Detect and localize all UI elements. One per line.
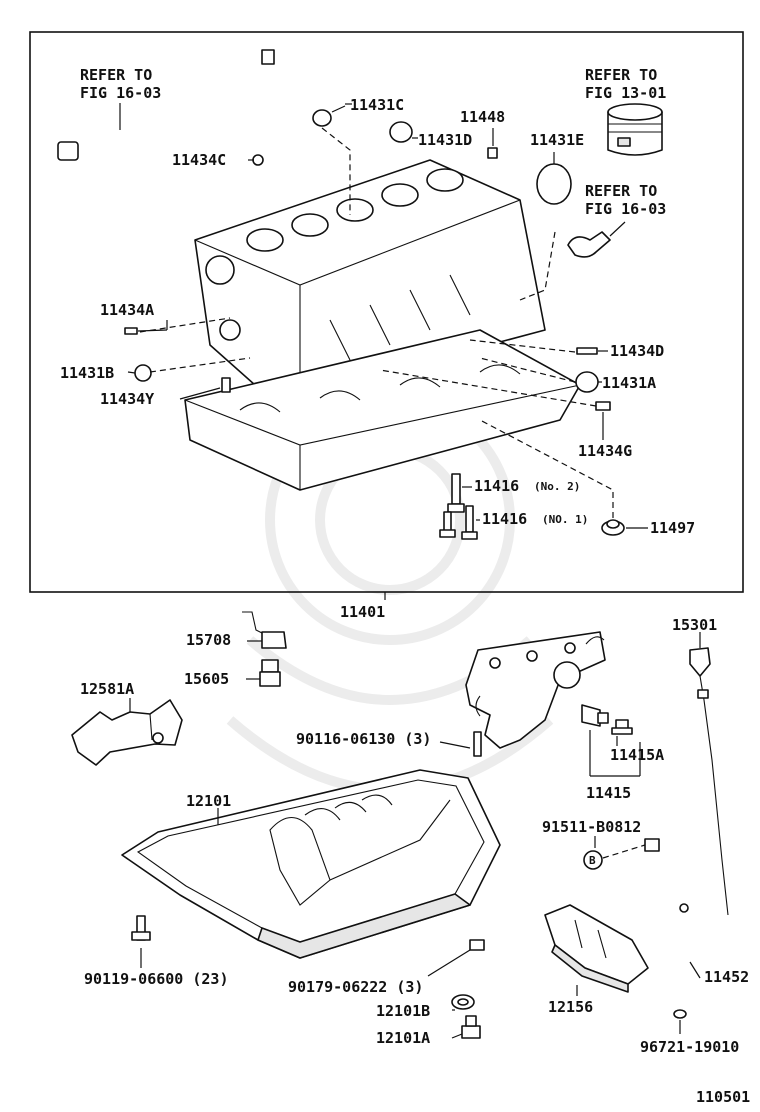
label-90116: 90116-06130 (3) [296, 730, 431, 748]
bolt-91511: B [583, 850, 603, 870]
label-11431C: 11431C [350, 96, 404, 114]
oil-nozzle [567, 221, 626, 258]
label-15708: 15708 [186, 631, 231, 649]
label-15605: 15605 [184, 670, 229, 688]
label-refer-13-01-line2: FIG 13-01 [585, 84, 666, 102]
label-11431A: 11431A [602, 374, 656, 392]
pin-11434G [595, 401, 611, 411]
label-11416-no2: 11416 [474, 477, 519, 495]
seal-11497 [601, 519, 625, 536]
label-11448: 11448 [460, 108, 505, 126]
label-11415A: 11415A [610, 746, 664, 764]
label-11434A: 11434A [100, 301, 154, 319]
pin-11434Y [221, 377, 231, 393]
bolt-90119 [131, 915, 151, 941]
label-11431E: 11431E [530, 131, 584, 149]
label-12156: 12156 [548, 998, 593, 1016]
label-90179: 90179-06222 (3) [288, 978, 423, 996]
piston [607, 103, 663, 156]
label-refer-16-03-right-line1: REFER TO [585, 182, 657, 200]
label-11434Y: 11434Y [100, 390, 154, 408]
bracket-11415 [589, 730, 641, 777]
label-90119: 90119-06600 (23) [84, 970, 229, 988]
pin-11434A [124, 327, 138, 335]
pin-11434D [576, 347, 598, 355]
label-refer-13-01-line1: REFER TO [585, 66, 657, 84]
plug-11431E [536, 163, 572, 205]
label-11416-no2-note: (No. 2) [534, 480, 580, 493]
label-11416-no1-note: (NO. 1) [542, 513, 588, 526]
label-refer-16-03-left-line1: REFER TO [80, 66, 152, 84]
part-labels: REFER TO FIG 16-03 REFER TO FIG 13-01 RE… [60, 66, 750, 1106]
label-96721: 96721-19010 [640, 1038, 739, 1056]
nut-90179 [469, 939, 485, 951]
pin-11434C [252, 154, 264, 166]
label-11434G: 11434G [578, 442, 632, 460]
oil-pan-12101 [121, 769, 501, 959]
stud-90116 [473, 731, 482, 757]
label-11431D: 11431D [418, 131, 472, 149]
bolt-11416-no1 [439, 505, 478, 540]
label-11434D: 11434D [610, 342, 664, 360]
plug-11431A [575, 371, 599, 393]
label-91511: 91511-B0812 [542, 818, 641, 836]
plug-11431B [134, 364, 152, 382]
label-12101B: 12101B [376, 1002, 430, 1020]
gauge-guide-11452 [644, 838, 689, 1001]
label-11415: 11415 [586, 784, 631, 802]
plug-11448 [487, 147, 498, 159]
svg-text:B: B [589, 854, 596, 867]
label-11452: 11452 [704, 968, 749, 986]
label-12101: 12101 [186, 792, 231, 810]
cylinder-block-frame [29, 31, 744, 593]
label-11416-no1: 11416 [482, 510, 527, 528]
plug-11431D [389, 121, 413, 143]
label-15301: 15301 [672, 616, 717, 634]
dipstick-15301 [689, 632, 729, 916]
plug-11415A [611, 719, 633, 735]
oil-pipe [57, 49, 303, 161]
label-diagram-id: 110501 [696, 1088, 750, 1106]
dashed-assembly-lines [139, 127, 614, 518]
o-ring-96721 [673, 1009, 687, 1019]
shield-12581A [71, 699, 183, 766]
label-11401: 11401 [340, 603, 385, 621]
outlet-housing [465, 631, 606, 749]
engine-block [184, 159, 581, 491]
label-refer-16-03-right-line2: FIG 16-03 [585, 200, 666, 218]
baffle-12156 [544, 904, 649, 993]
label-12101A: 12101A [376, 1029, 430, 1047]
label-12581A: 12581A [80, 680, 134, 698]
plug-11431C [312, 109, 332, 127]
plug-11415 [581, 704, 609, 727]
drain-plug-12101A [461, 1015, 481, 1039]
label-11497: 11497 [650, 519, 695, 537]
bolt-11416-no2 [447, 473, 465, 513]
label-refer-16-03-left-line2: FIG 16-03 [80, 84, 161, 102]
label-leaders [127, 103, 648, 1039]
oil-pressure-switch [242, 611, 287, 687]
label-11431B: 11431B [60, 364, 114, 382]
label-11434C: 11434C [172, 151, 226, 169]
